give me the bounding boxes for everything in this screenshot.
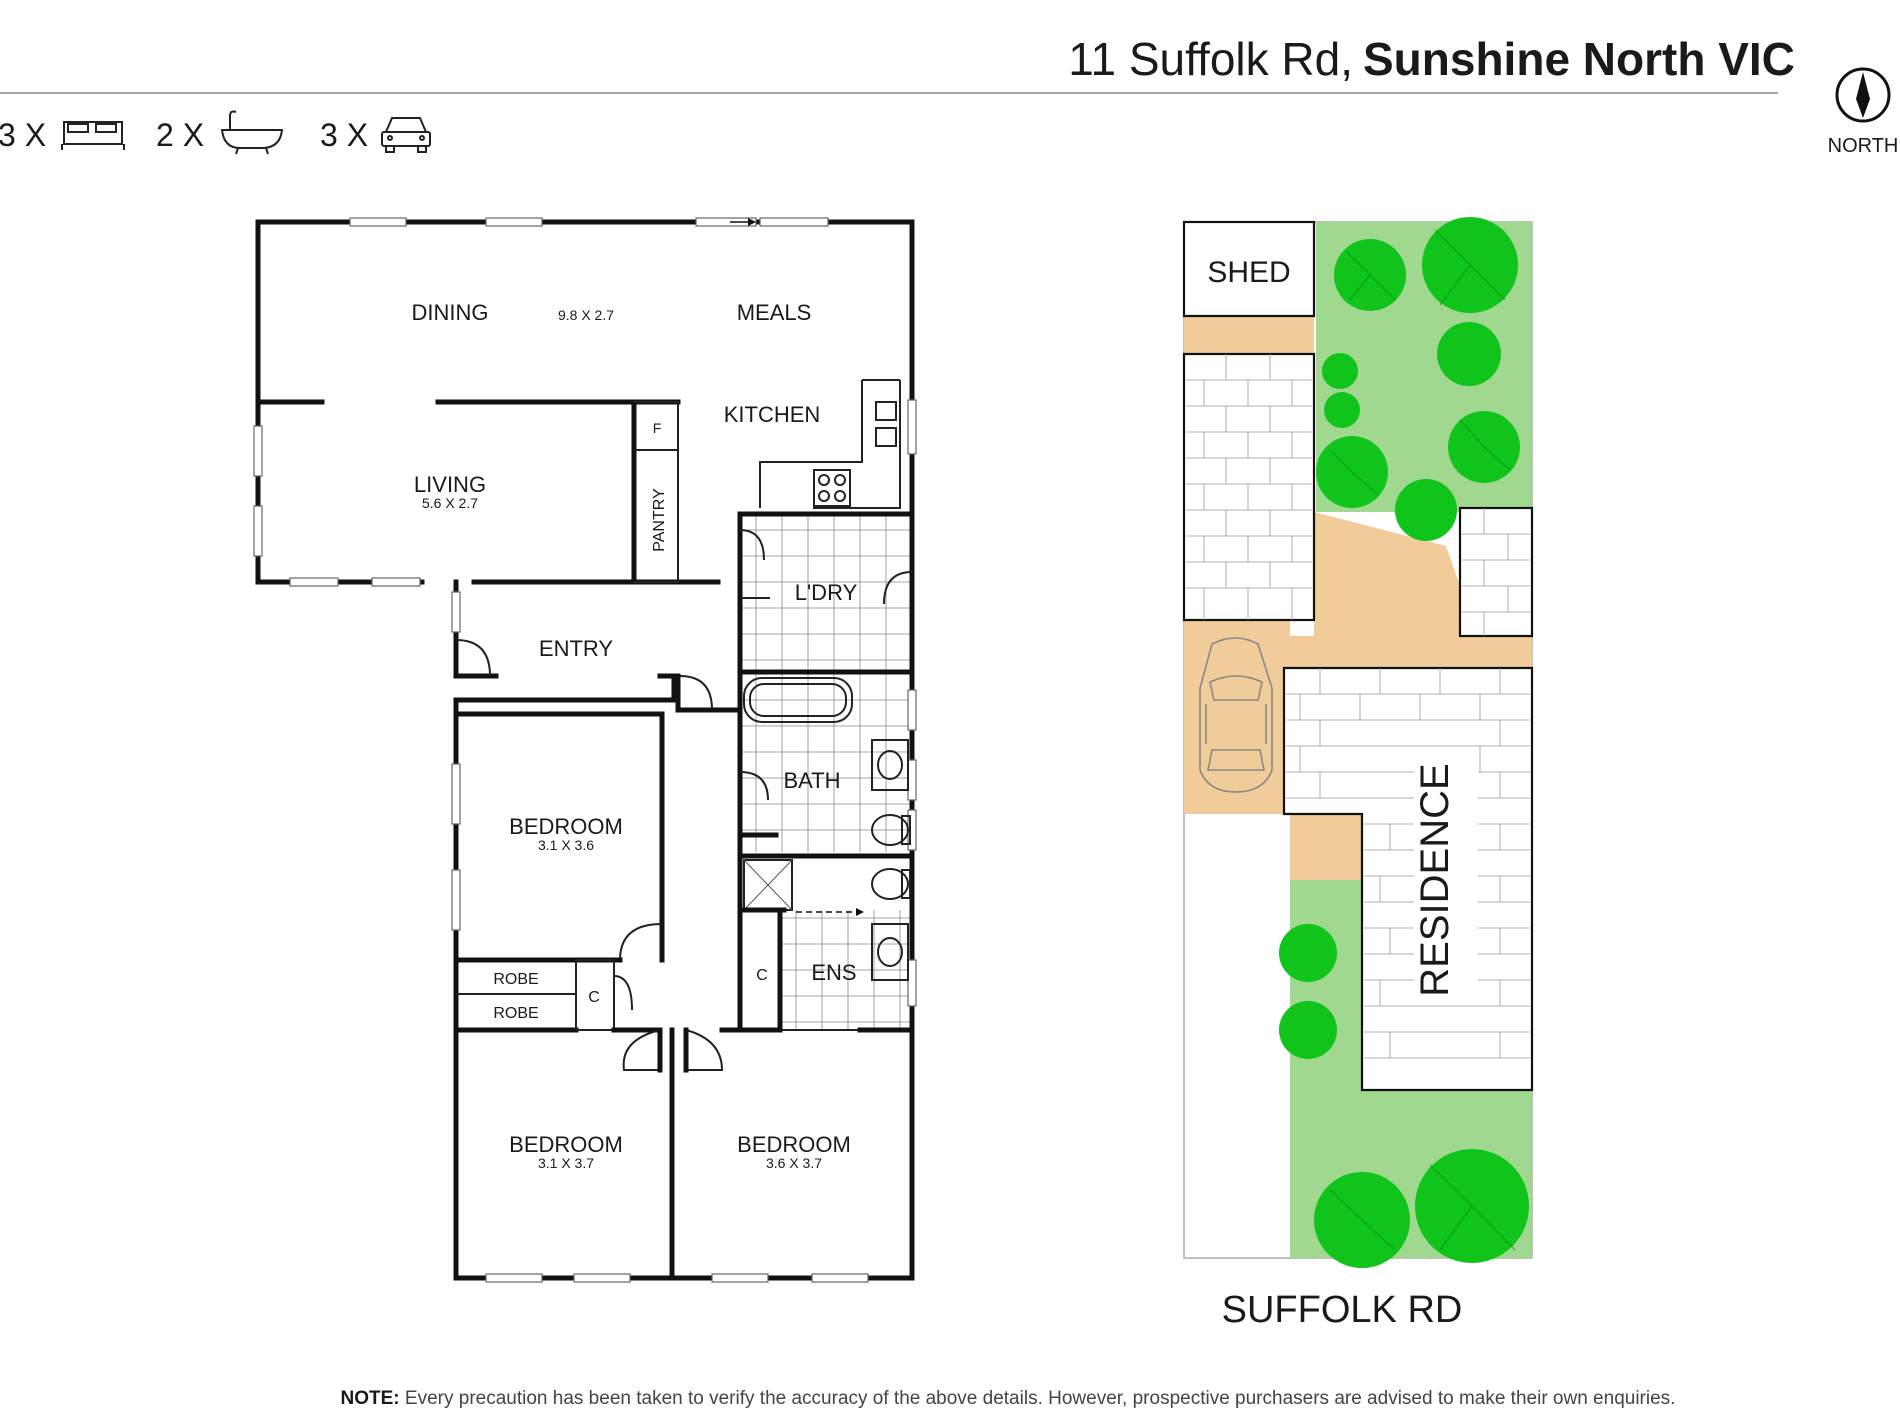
bed-count: 3 X xyxy=(0,117,46,153)
fridge-label: F xyxy=(653,420,662,436)
room-meals: MEALS xyxy=(737,300,812,325)
footer-note-label: NOTE: xyxy=(341,1388,400,1409)
window xyxy=(907,759,917,801)
address-street: 11 Suffolk Rd, xyxy=(1068,33,1353,85)
car-top-view-icon xyxy=(1199,637,1273,793)
bath-count: 2 X xyxy=(156,117,204,153)
room-dim-bedroom-2: 3.1 X 3.7 xyxy=(538,1155,594,1171)
vanity-basin xyxy=(871,923,909,981)
window xyxy=(759,217,829,227)
window xyxy=(811,1273,869,1283)
tree-texture xyxy=(1329,229,1516,1251)
residence-structure xyxy=(1282,666,1534,1092)
window xyxy=(451,591,461,633)
window xyxy=(573,1273,631,1283)
window xyxy=(371,577,421,587)
room-ensuite: ENS xyxy=(811,960,856,985)
floor-plan: F xyxy=(253,217,917,1283)
room-dim-living: 5.6 X 2.7 xyxy=(422,495,478,511)
car-count: 3 X xyxy=(320,117,368,153)
window xyxy=(253,505,263,557)
ensuite-tiles xyxy=(780,910,910,1030)
window xyxy=(349,217,407,227)
window xyxy=(485,217,543,227)
shed-label: SHED xyxy=(1207,256,1290,289)
room-laundry: L'DRY xyxy=(795,580,858,605)
room-bedroom-3: BEDROOM xyxy=(737,1132,851,1157)
address-suburb: Sunshine North VIC xyxy=(1363,33,1795,85)
window xyxy=(253,425,263,477)
toilet-icon xyxy=(871,814,911,846)
room-pantry: PANTRY xyxy=(651,488,668,552)
bed-icon xyxy=(61,121,125,150)
room-cupboard-2: C xyxy=(756,967,768,984)
street-label: SUFFOLK RD xyxy=(1222,1289,1463,1331)
room-kitchen: KITCHEN xyxy=(724,402,821,427)
shower-icon xyxy=(743,859,793,911)
room-living: LIVING xyxy=(414,472,486,497)
garage-structure xyxy=(1182,352,1316,622)
room-dim-bedroom-1: 3.1 X 3.6 xyxy=(538,837,594,853)
laundry-tiles xyxy=(740,514,910,670)
footer-note-text: Every precaution has been taken to verif… xyxy=(400,1388,1676,1409)
window xyxy=(451,869,461,931)
window xyxy=(907,399,917,455)
residence-label: RESIDENCE xyxy=(1413,763,1457,996)
vanity-basin xyxy=(871,739,909,791)
footer-note: NOTE: Every precaution has been taken to… xyxy=(341,1388,1676,1409)
window xyxy=(907,689,917,731)
room-dim-bedroom-3: 3.6 X 3.7 xyxy=(766,1155,822,1171)
room-bath: BATH xyxy=(783,768,840,793)
window xyxy=(451,763,461,825)
car-icon xyxy=(381,117,431,153)
room-robe-2: ROBE xyxy=(493,1005,538,1022)
room-entry: ENTRY xyxy=(539,636,613,661)
room-dim-dining-meals: 9.8 X 2.7 xyxy=(558,307,614,323)
cooktop-icon xyxy=(813,469,851,507)
window xyxy=(907,959,917,1007)
window xyxy=(485,1273,543,1283)
compass-label: NORTH xyxy=(1828,135,1899,157)
room-cupboard-1: C xyxy=(588,989,600,1006)
compass-icon xyxy=(1835,67,1891,123)
room-dining: DINING xyxy=(412,300,489,325)
window xyxy=(289,577,339,587)
bathtub-icon xyxy=(220,110,284,155)
room-bedroom-2: BEDROOM xyxy=(509,1132,623,1157)
room-robe-1: ROBE xyxy=(493,971,538,988)
window xyxy=(711,1273,769,1283)
site-plan: SHED RESIDENCE xyxy=(1182,217,1534,1331)
toilet-icon xyxy=(871,868,911,900)
outbuilding-structure xyxy=(1458,506,1534,638)
room-bedroom-1: BEDROOM xyxy=(509,814,623,839)
bath-tiles xyxy=(740,672,910,852)
